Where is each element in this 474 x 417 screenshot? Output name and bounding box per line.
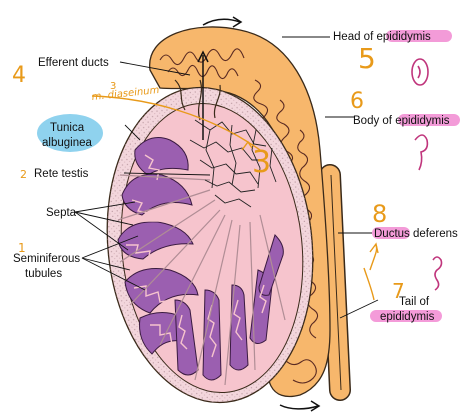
- lobule-folds: [126, 154, 267, 358]
- text-highlights: [370, 30, 460, 322]
- rete-testis-network: [189, 119, 277, 208]
- ductus-deferens-shape: [319, 164, 351, 401]
- label-rete-testis: Rete testis: [34, 168, 89, 180]
- label-tunica-line1: Tunica: [50, 122, 85, 134]
- label-seminiferous-line1: Seminiferous: [13, 253, 80, 265]
- pen-sketches: [411, 58, 443, 291]
- hand-strokes: [91, 95, 379, 301]
- hand-number-2: 2: [20, 168, 27, 181]
- tunica-highlight: [37, 114, 103, 152]
- hand-number-4: 4: [12, 63, 26, 88]
- septa-lines: [117, 174, 286, 386]
- label-head-of-epididymis: Head of epididymis: [333, 31, 431, 43]
- efferent-ducts: [174, 79, 221, 121]
- hand-number-8: 8: [372, 200, 387, 228]
- label-septa: Septa: [46, 207, 77, 219]
- hand-superscript-3: 3: [110, 81, 116, 92]
- label-tunica-line2: albuginea: [42, 137, 92, 149]
- label-tail-line1: Tail of: [399, 296, 430, 308]
- label-efferent-ducts: Efferent ducts: [38, 57, 109, 69]
- hand-number-5: 5: [358, 42, 376, 75]
- label-body-of-epididymis: Body of epididymis: [353, 115, 450, 127]
- label-ductus-deferens: Ductus deferens: [374, 228, 458, 240]
- hand-number-7: 7: [392, 279, 405, 303]
- hand-number-6: 6: [350, 89, 364, 114]
- flow-arrows: [202, 16, 321, 412]
- label-seminiferous-line2: tubules: [25, 268, 62, 280]
- pointer-lines: [74, 36, 379, 319]
- label-tail-line2: epididymis: [380, 311, 435, 323]
- hand-rete-marker: 3: [252, 145, 271, 180]
- hand-number-1: 1: [18, 241, 26, 255]
- hand-note-mediastinum: m. diaseinum: [91, 85, 160, 103]
- seminiferous-lobules: [117, 137, 284, 381]
